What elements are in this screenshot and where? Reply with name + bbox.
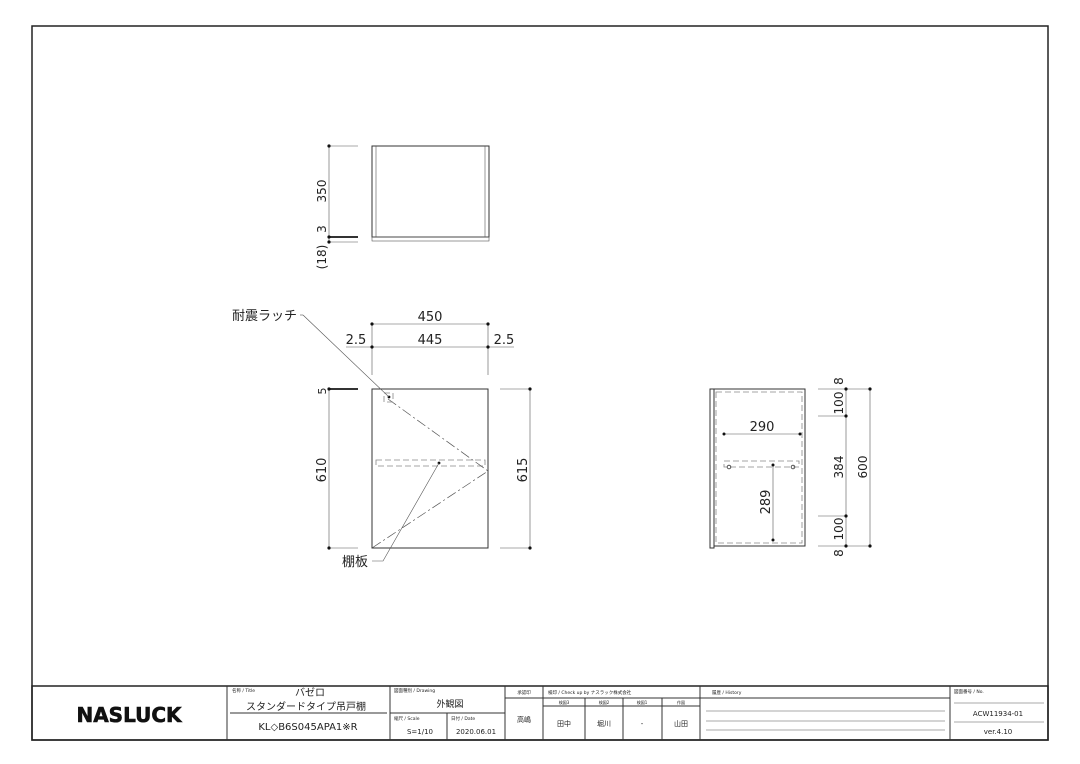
- dim-board: (18): [315, 245, 329, 270]
- dim-top-100: 100: [832, 392, 846, 415]
- dim-bottom-8: 8: [832, 549, 846, 557]
- sheet-border: [31, 25, 1049, 741]
- dim-door-width: 445: [418, 333, 443, 348]
- history-label: 履歴 / History: [712, 690, 742, 696]
- drawing-label: 図面種別 / Drawing: [394, 687, 435, 694]
- nasluck-logo: NASLUCK: [76, 703, 183, 727]
- dim-mid: 384: [832, 456, 846, 479]
- dim-top-gap: 5: [316, 388, 329, 395]
- shelf-label: 棚板: [342, 555, 368, 570]
- latch-label: 耐震ラッチ: [232, 309, 297, 324]
- checker-name: -: [641, 720, 644, 728]
- dim-shelf-height: 289: [759, 490, 774, 515]
- series-name: バゼロ: [295, 687, 325, 699]
- checker-role: 作図: [677, 699, 685, 705]
- title-block: NASLUCK 名称 / Title バゼロ スタンダードタイプ吊戸棚 KL◇B…: [31, 685, 1049, 741]
- product-name: スタンダードタイプ吊戸棚: [246, 700, 366, 713]
- version: ver.4.10: [984, 728, 1013, 736]
- title-label: 名称 / Title: [232, 687, 255, 694]
- dim-right-gap: 2.5: [494, 333, 515, 348]
- dim-depth: 350: [315, 180, 329, 203]
- checker-role: 検図3: [559, 699, 570, 705]
- scale-label: 縮尺 / Scale: [394, 715, 420, 722]
- side-view: 290 289 8 100 384 100 8 600: [709, 377, 872, 557]
- scale-value: S=1/10: [407, 728, 433, 736]
- front-view: 耐震ラッチ 棚板 450 445 2.5 2.5 5 610 615: [232, 309, 532, 570]
- checker-role: 検図1: [637, 699, 648, 705]
- dim-total-width: 450: [418, 310, 443, 325]
- check-label: 検印 / Check up by ナスラック株式会社: [548, 689, 632, 696]
- dim-total: 600: [856, 456, 870, 479]
- approver-name: 高嶋: [517, 715, 531, 724]
- checker-role: 検図2: [599, 699, 610, 705]
- dim-left-gap: 2.5: [346, 333, 367, 348]
- checker-name: 堀川: [597, 719, 611, 728]
- date-label: 日付 / Date: [451, 715, 475, 722]
- dim-top-8: 8: [832, 377, 846, 385]
- date-value: 2020.06.01: [456, 728, 496, 736]
- checker-name: 山田: [674, 719, 688, 728]
- drawing-number: ACW11934-01: [973, 710, 1023, 718]
- approval-label: 承認印: [517, 689, 531, 696]
- model-number: KL◇B6S045APA1※R: [258, 722, 357, 733]
- dim-shelf-depth: 290: [750, 420, 775, 435]
- dim-door-height: 610: [315, 458, 330, 483]
- top-view: 350 3 (18): [315, 144, 490, 270]
- drawing-type: 外観図: [436, 698, 463, 710]
- dim-gap: 3: [315, 225, 329, 233]
- dim-total-height: 615: [516, 458, 531, 483]
- dim-bottom-100: 100: [832, 518, 846, 541]
- number-label: 図面番号 / No.: [954, 688, 984, 695]
- checker-name: 田中: [557, 719, 571, 728]
